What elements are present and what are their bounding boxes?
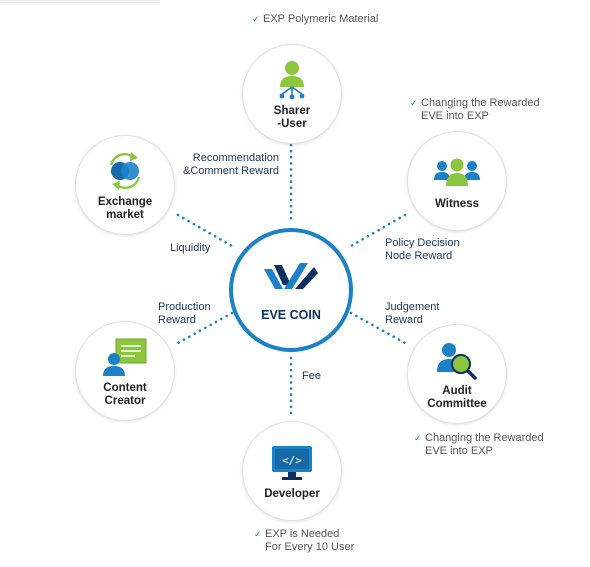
node-developer: </> Developer [242, 421, 342, 521]
edge-label-policy: Policy Decision Node Reward [385, 237, 460, 262]
node-witness: Witness [407, 131, 507, 231]
edge-label-judgement: Judgement Reward [385, 301, 440, 326]
node-label: Witness [435, 198, 479, 210]
node-label: Sharer -User [273, 104, 311, 130]
note-developer: EXP is Needed For Every 10 User [254, 528, 354, 554]
edge-label-liquidity: Liquidity [170, 242, 211, 254]
node-label: Exchange market [97, 195, 153, 221]
person-network-icon [267, 58, 317, 102]
eve-coin-center: EVE COIN [229, 228, 353, 352]
exchange-icon [100, 149, 150, 193]
node-audit-committee: Audit Committee [407, 324, 507, 424]
magnifier-person-icon [432, 338, 482, 382]
node-sharer-user: Sharer -User [242, 44, 342, 144]
connector-exchange [176, 213, 234, 248]
note-witness: Changing the Rewarded EVE into EXP [410, 97, 540, 123]
edge-label-production: Production Reward [158, 301, 211, 326]
center-label: EVE COIN [261, 307, 321, 322]
connector-audit [349, 311, 407, 345]
edge-label-recommendation: Recommendation &Comment Reward [183, 152, 279, 177]
svg-text:</>: </> [282, 454, 302, 467]
top-divider [0, 0, 160, 3]
monitor-code-icon: </> [267, 441, 317, 485]
note-sharer: EXP Polymeric Material [252, 13, 378, 26]
node-exchange-market: Exchange market [75, 135, 175, 235]
node-label: Content Creator [103, 381, 147, 407]
node-label: Audit Committee [427, 384, 487, 410]
node-label: Developer [264, 488, 320, 500]
eve-logo-icon [262, 259, 320, 302]
edge-label-fee: Fee [302, 370, 321, 382]
creator-icon [100, 335, 150, 379]
node-content-creator: Content Creator [75, 321, 175, 421]
connector-content-creator [176, 311, 234, 345]
note-audit: Changing the Rewarded EVE into EXP [414, 432, 544, 458]
group-icon [432, 151, 482, 195]
connector-witness [349, 213, 407, 248]
